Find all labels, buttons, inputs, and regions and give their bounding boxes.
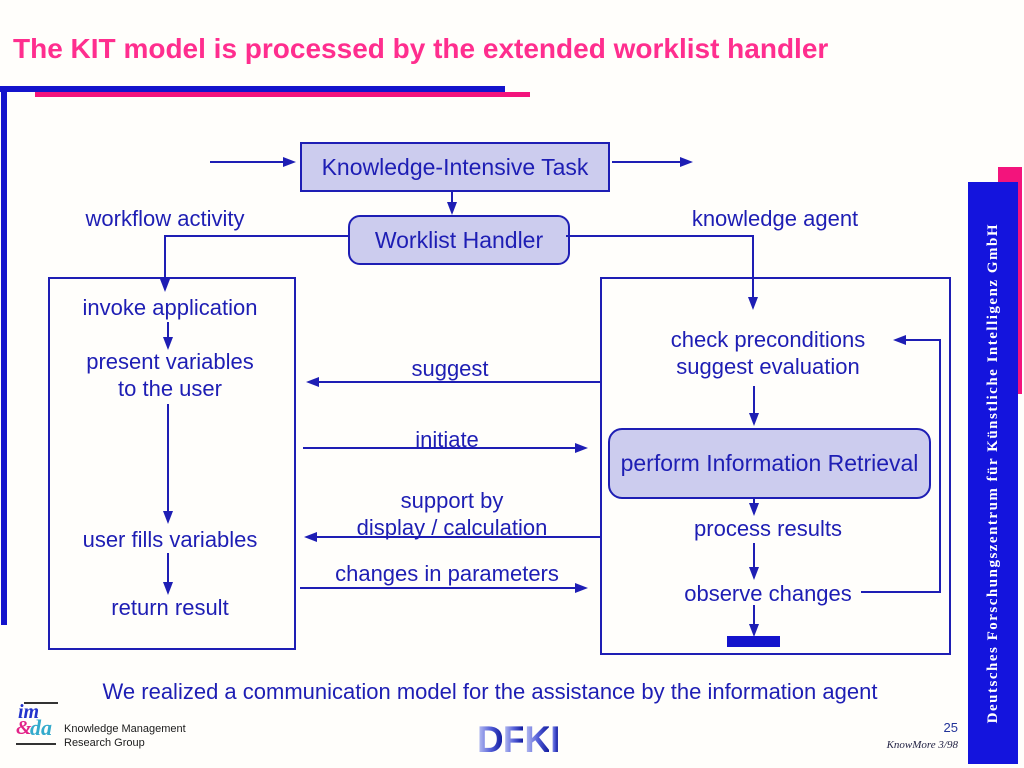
- step-present-variables-line1: present variables: [86, 349, 254, 374]
- imda-logo-im: im: [18, 701, 40, 723]
- connector-worklist-left-h: [164, 235, 348, 237]
- anchor-bar: [727, 636, 780, 647]
- label-initiate: initiate: [415, 427, 479, 452]
- step-check-preconditions-line2: suggest evaluation: [676, 354, 860, 379]
- label-support-line2: display / calculation: [356, 515, 548, 540]
- workflow-activity-label: workflow activity: [85, 206, 245, 231]
- imda-logo-da: da: [30, 715, 52, 740]
- slide-title: The KIT model is processed by the extend…: [13, 33, 829, 64]
- arrow-changes-head: [575, 583, 588, 593]
- worklist-handler-box: Worklist Handler: [348, 215, 570, 265]
- step-invoke-application: invoke application: [82, 295, 258, 320]
- km-group-text: Knowledge Management Research Group: [64, 722, 186, 750]
- ir-retrieval-label: perform Information Retrieval: [620, 450, 919, 476]
- step-check-preconditions: check preconditions suggest evaluation: [602, 326, 934, 380]
- step-check-preconditions-line1: check preconditions: [670, 327, 866, 352]
- arrow-kit-to-worklist-line: [451, 190, 453, 203]
- dfki-letter-i: I: [550, 719, 560, 760]
- arrow-into-kit-line: [210, 161, 284, 163]
- page-number: 25: [943, 720, 958, 735]
- project-stamp: KnowMore 3/98: [886, 739, 958, 751]
- arrow-ir-to-process-line: [753, 497, 755, 505]
- kit-task-box: Knowledge-Intensive Task: [300, 142, 610, 192]
- arrow-fills-to-return-head: [163, 582, 173, 595]
- left-edge-line: [1, 86, 7, 625]
- imda-logo-topline: [24, 702, 58, 704]
- connector-worklist-right-h: [566, 235, 754, 237]
- arrow-present-to-fills-line: [167, 404, 169, 512]
- dfki-letter-f: F: [502, 719, 526, 760]
- loop-check-h-line: [906, 339, 941, 341]
- dfki-sidebar-bar: Deutsches Forschungszentrum für Künstlic…: [968, 182, 1018, 764]
- conclusion-message: We realized a communication model for th…: [102, 679, 878, 704]
- step-observe-changes: observe changes: [684, 581, 852, 606]
- arrow-support-line: [308, 536, 600, 538]
- step-user-fills-variables: user fills variables: [82, 527, 258, 552]
- arrow-check-to-ir-head: [749, 413, 759, 426]
- knowledge-agent-label: knowledge agent: [691, 206, 859, 231]
- arrow-support-head: [304, 532, 317, 542]
- arrow-initiate-head: [575, 443, 588, 453]
- label-support: support by display / calculation: [332, 487, 572, 541]
- arrow-observe-to-anchor-line: [753, 605, 755, 625]
- connector-worklist-right-v: [752, 235, 754, 298]
- ir-retrieval-box: perform Information Retrieval: [608, 428, 931, 499]
- imda-logo: im & da: [10, 699, 62, 747]
- connector-worklist-left-head: [160, 279, 170, 292]
- imda-logo-bottomline: [16, 743, 56, 745]
- dfki-logo: D F K I: [477, 720, 567, 762]
- label-suggest: suggest: [411, 356, 489, 381]
- step-present-variables-line2: to the user: [118, 376, 222, 401]
- connector-worklist-left-v: [164, 235, 166, 280]
- dfki-sidebar-text: Deutsches Forschungszentrum für Künstlic…: [984, 222, 1001, 724]
- step-return-result: return result: [111, 595, 229, 620]
- arrow-check-to-ir-line: [753, 386, 755, 414]
- step-process-results: process results: [694, 516, 842, 541]
- arrow-out-of-kit-line: [612, 161, 682, 163]
- arrow-changes-line: [300, 587, 577, 589]
- connector-worklist-right-head: [748, 297, 758, 310]
- worklist-handler-label: Worklist Handler: [374, 226, 544, 253]
- dfki-letter-k: K: [524, 719, 551, 760]
- loop-vertical-line: [939, 339, 941, 593]
- arrow-present-to-fills-head: [163, 511, 173, 524]
- arrow-initiate-line: [303, 447, 577, 449]
- loop-check-head: [893, 335, 906, 345]
- label-support-line1: support by: [400, 488, 504, 513]
- arrow-out-of-kit-head: [680, 157, 693, 167]
- loop-observe-h-line: [861, 591, 941, 593]
- km-group-line2: Research Group: [64, 737, 145, 749]
- arrow-process-to-observe-head: [749, 567, 759, 580]
- right-process-box: [600, 277, 951, 655]
- arrow-invoke-to-present-head: [163, 337, 173, 350]
- arrow-observe-to-anchor-head: [749, 624, 759, 637]
- step-present-variables: present variables to the user: [48, 348, 292, 402]
- arrow-suggest-head: [306, 377, 319, 387]
- arrow-invoke-to-present-line: [167, 322, 169, 338]
- arrow-suggest-line: [310, 381, 600, 383]
- arrow-process-to-observe-line: [753, 543, 755, 569]
- kit-task-label: Knowledge-Intensive Task: [321, 153, 589, 180]
- arrow-ir-to-process-head: [749, 503, 759, 516]
- imda-logo-amp: &: [16, 717, 32, 739]
- label-changes: changes in parameters: [335, 561, 559, 586]
- arrow-fills-to-return-line: [167, 553, 169, 583]
- title-underline-pink: [35, 92, 530, 97]
- left-process-box: [48, 277, 296, 650]
- title-underline-blue: [0, 86, 505, 92]
- arrow-into-kit-head: [283, 157, 296, 167]
- arrow-kit-to-worklist-head: [447, 202, 457, 215]
- km-group-line1: Knowledge Management: [64, 723, 186, 735]
- dfki-letter-d: D: [477, 719, 504, 760]
